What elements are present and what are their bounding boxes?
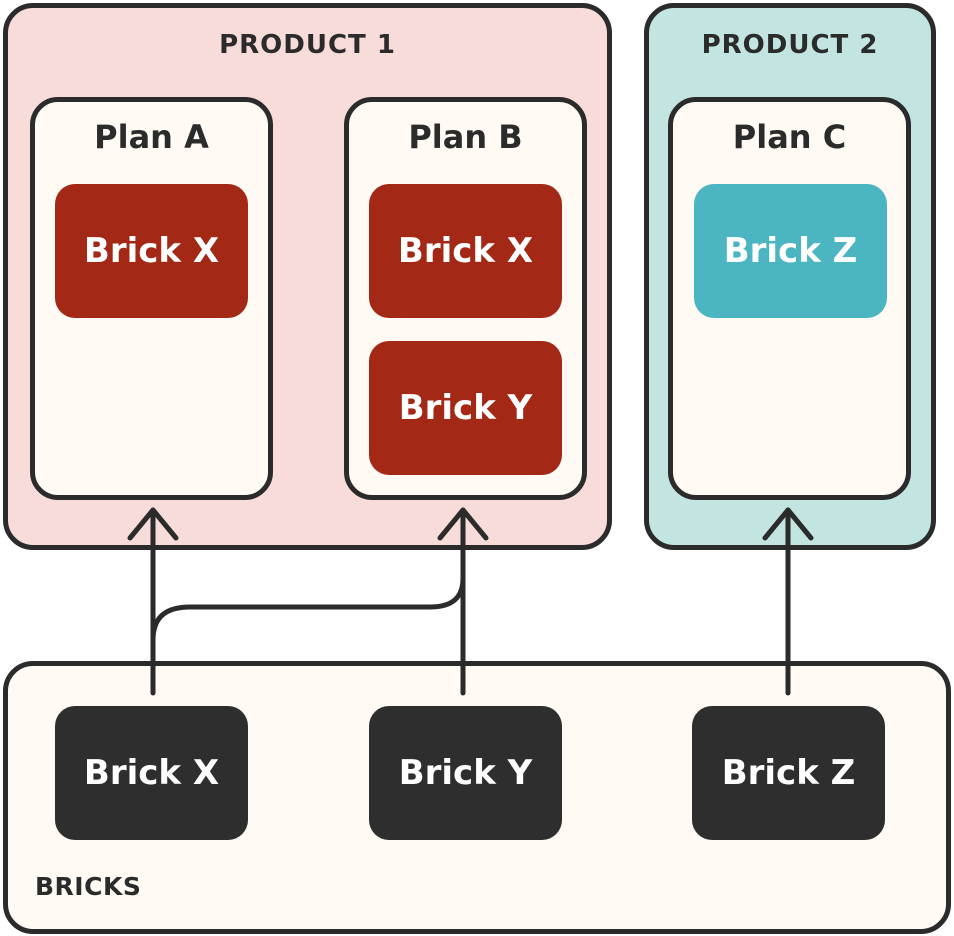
arrowhead-plan-b bbox=[437, 507, 489, 541]
plan-b-brick-x: Brick X bbox=[369, 184, 562, 318]
arrowhead-plan-c bbox=[762, 507, 814, 541]
arrowhead-plan-a bbox=[127, 507, 179, 541]
source-brick-x: Brick X bbox=[55, 706, 248, 840]
plan-c-title: Plan C bbox=[732, 118, 847, 156]
source-brick-z: Brick Z bbox=[692, 706, 885, 840]
arrow-brick-x-to-plan-b bbox=[150, 575, 466, 643]
source-brick-y: Brick Y bbox=[369, 706, 562, 840]
product-2-title: PRODUCT 2 bbox=[701, 30, 879, 60]
plan-c-brick-z: Brick Z bbox=[694, 184, 887, 318]
plan-a-brick-x: Brick X bbox=[55, 184, 248, 318]
bricks-section-label: BRICKS bbox=[35, 872, 142, 901]
plan-a-title: Plan A bbox=[94, 118, 209, 156]
plan-b-title: Plan B bbox=[408, 118, 523, 156]
product-1-title: PRODUCT 1 bbox=[219, 30, 396, 60]
plan-b-brick-y: Brick Y bbox=[369, 341, 562, 475]
